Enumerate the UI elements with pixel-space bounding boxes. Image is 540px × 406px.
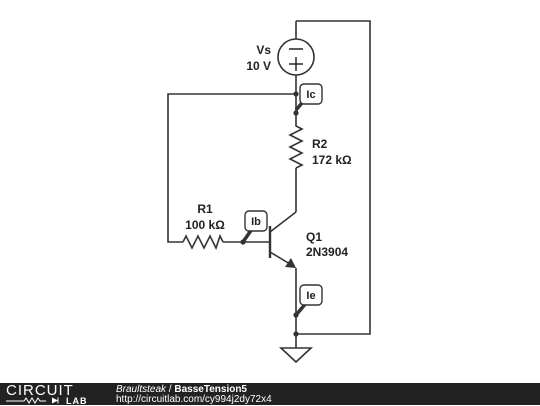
ground-icon [278,347,314,364]
probe-ie-label: Ie [306,290,315,302]
resistor-r2 [288,120,304,169]
vs-value-label: 10 V [246,59,271,73]
logo-waveform-icon [6,397,59,404]
credit-separator: / [166,384,175,395]
circuit-url-link[interactable]: http://circuitlab.com/cy994j2dy72x4 [116,394,272,405]
probe-ib [240,210,268,245]
wire-feedback [167,93,296,243]
logo-circuit-text: CIRCUIT [6,382,74,399]
probe-ie [293,284,323,337]
wire-top-right [296,20,371,335]
q1-value-label: 2N3904 [306,245,348,259]
r2-value-label: 172 kΩ [312,153,352,167]
probe-ic-label: Ic [306,89,315,101]
emitter-arrow-icon [285,258,296,268]
r1-value-label: 100 kΩ [185,218,225,232]
footer-bar: CIRCUIT LAB Braultsteak / BasseTension5 … [0,382,540,406]
q1-name-label: Q1 [306,230,322,244]
logo-lab-text: LAB [66,396,88,406]
r1-name-label: R1 [197,202,213,216]
footer-credit: Braultsteak / BasseTension5 [116,384,247,395]
probe-ic [293,83,323,116]
circuit-schematic: Vs 10 V R2 172 kΩ R1 100 kΩ Q1 2N3904 Ic… [167,20,371,364]
circuit-title[interactable]: BasseTension5 [174,384,247,395]
r2-name-label: R2 [312,137,328,151]
transistor-q1 [268,211,297,268]
voltage-source-vs [277,38,315,76]
author-name[interactable]: Braultsteak [116,384,167,395]
resistor-r1 [182,233,224,251]
probe-ib-label: Ib [251,216,261,228]
vs-name-label: Vs [256,43,271,57]
